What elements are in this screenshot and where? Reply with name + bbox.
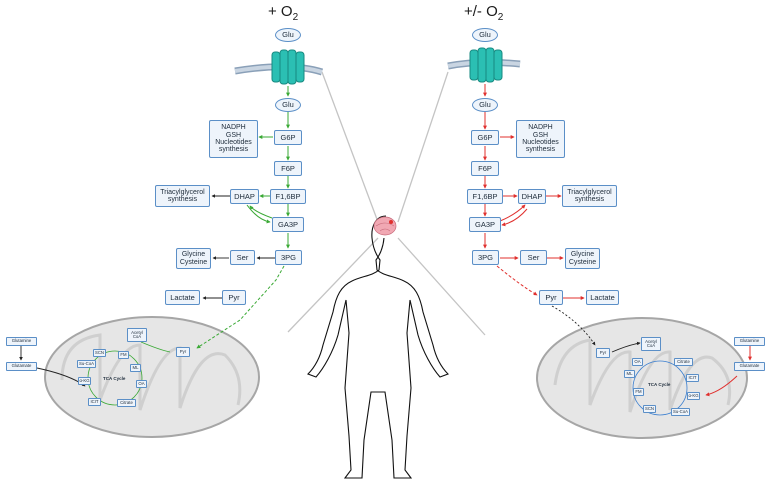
right-tca-oa: OA — [632, 358, 643, 366]
right-glutamine: Glutamine — [734, 337, 765, 346]
left-nadph-box: NADPH GSH Nucleotides synthesis — [209, 120, 258, 158]
left-tca-citrate: Citrate — [117, 399, 136, 407]
right-glu-out: Glu — [472, 28, 498, 42]
right-f6p: F6P — [471, 161, 499, 176]
right-ga3p: GA3P — [469, 217, 501, 232]
left-glycine-box: Glycine Cysteine — [176, 248, 211, 269]
right-nadph-box: NADPH GSH Nucleotides synthesis — [516, 120, 565, 158]
left-glu-out: Glu — [275, 28, 301, 42]
right-lactate: Lactate — [586, 290, 619, 305]
right-tca-scn: SCN — [643, 405, 656, 413]
right-tca-succoa: Su-CoA — [671, 408, 690, 416]
left-tca-akg: α-KG — [78, 377, 91, 385]
left-ser: Ser — [230, 250, 255, 265]
right-tca-akg: α-KG — [687, 392, 700, 400]
right-3pg: 3PG — [472, 250, 499, 265]
membrane-left — [234, 49, 324, 85]
left-pathway-arrows — [196, 86, 290, 349]
left-tca-scn: SCN — [93, 349, 106, 357]
left-f6p: F6P — [274, 161, 302, 176]
left-tca-pyr: Pyr — [176, 347, 190, 357]
right-black-arrows — [551, 305, 641, 353]
left-f16bp: F1,6BP — [270, 189, 306, 204]
left-ga3p: GA3P — [272, 217, 304, 232]
mitochondrion-left — [44, 316, 260, 438]
human-silhouette — [307, 215, 449, 479]
right-glycine-box: Glycine Cysteine — [565, 248, 600, 269]
header-right: +/- O2 — [464, 3, 503, 23]
left-lactate: Lactate — [165, 290, 200, 305]
right-tca-citrate: Citrate — [674, 358, 693, 366]
right-tca-pyr: Pyr — [596, 348, 610, 358]
header-right-sub: 2 — [497, 12, 504, 23]
right-tca-acetyl-coa: Acetyl CoA — [641, 337, 661, 351]
left-g6p: G6P — [274, 130, 302, 145]
left-tca-acetyl-coa: Acetyl CoA — [127, 328, 147, 342]
left-tca-icit: ICIT — [88, 398, 101, 406]
left-tca-fm: FM — [118, 351, 129, 359]
left-glutamate: Glutamate — [6, 362, 37, 371]
right-pathway-arrows — [483, 84, 752, 397]
right-tca-fm: FM — [633, 388, 644, 396]
right-g6p: G6P — [471, 130, 499, 145]
left-dhap: DHAP — [230, 189, 259, 204]
header-left-text: + O — [268, 3, 293, 20]
right-tca-ml: ML — [624, 370, 635, 378]
right-f16bp: F1,6BP — [467, 189, 503, 204]
header-left: + O2 — [268, 3, 298, 23]
left-3pg: 3PG — [275, 250, 302, 265]
right-pyr: Pyr — [539, 290, 563, 305]
left-glu-in: Glu — [275, 98, 301, 112]
left-tca-title: TCA Cycle — [103, 376, 126, 381]
left-tca-succoa: Su-CoA — [77, 360, 96, 368]
left-tca-ml: ML — [130, 364, 141, 372]
left-triacylglycerol-box: Triacylglycerol synthesis — [155, 185, 210, 207]
header-left-sub: 2 — [292, 12, 299, 23]
right-glu-in: Glu — [472, 98, 498, 112]
header-right-text: +/- O — [464, 3, 498, 20]
left-pyr: Pyr — [222, 290, 246, 305]
mitochondrion-right — [536, 317, 748, 439]
right-tca-title: TCA Cycle — [648, 382, 671, 387]
brain-icon — [373, 216, 397, 236]
view-cone-lines — [287, 71, 486, 336]
left-tca-oa: OA — [136, 380, 147, 388]
right-triacylglycerol-box: Triacylglycerol synthesis — [562, 185, 617, 207]
right-tca-icit: ICIT — [686, 374, 699, 382]
right-glutamate: Glutamate — [734, 362, 765, 371]
membrane-right — [447, 47, 521, 83]
right-ser: Ser — [520, 250, 547, 265]
left-glutamine: Glutamine — [6, 337, 37, 346]
right-dhap: DHAP — [518, 189, 546, 204]
